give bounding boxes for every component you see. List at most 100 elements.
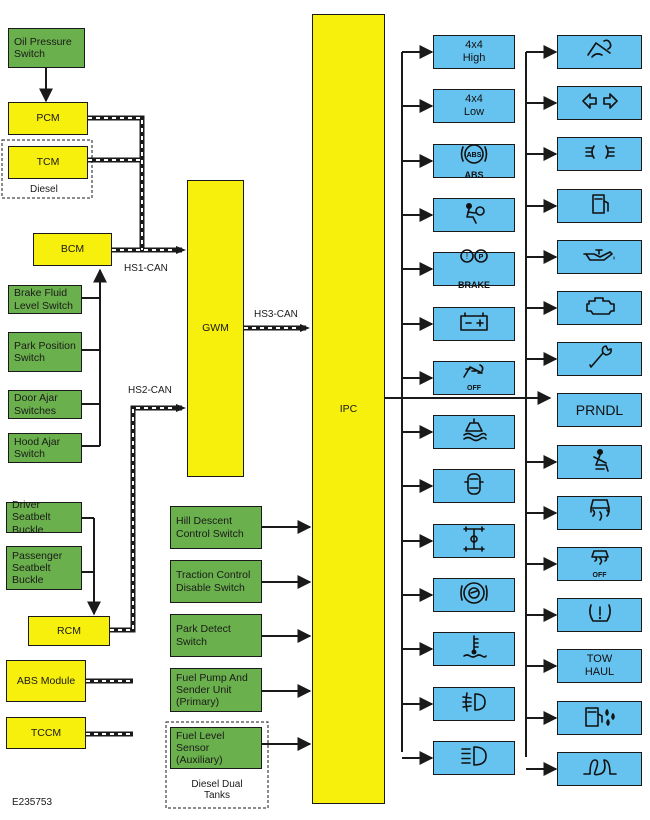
hs1-can-bus: [88, 115, 186, 254]
check-engine-icon: [583, 293, 617, 323]
figure-id: E235753: [12, 797, 53, 808]
indicator-high-beam: [433, 741, 515, 775]
indicator-differential-lock: [433, 524, 515, 558]
park-position-switch-box: Park Position Switch: [8, 332, 82, 372]
tire-pressure-icon: [585, 599, 615, 631]
park-detect-switch-box: Park Detect Switch: [170, 614, 262, 657]
indicator-4x4-low: 4x4 Low: [433, 89, 515, 123]
indicator-battery: [433, 307, 515, 341]
high-beam-icon: [458, 744, 490, 772]
low-fuel-icon: [587, 191, 613, 221]
door-ajar-switches-label: Door Ajar Switches: [14, 392, 58, 417]
abs-module-box: ABS Module: [6, 660, 86, 702]
tcm-box: TCM: [8, 146, 88, 179]
rcm-box: RCM: [28, 616, 110, 646]
indicator-hill-descent-off-text: OFF: [467, 384, 481, 392]
left-indicator-branches: [402, 45, 434, 765]
indicator-oil-pressure: [557, 240, 642, 274]
battery-icon: [458, 311, 490, 337]
passenger-seatbelt-buckle-label: Passenger Seatbelt Buckle: [12, 549, 63, 587]
pcm-label: PCM: [36, 112, 60, 125]
oil-pressure-switch-box: Oil Pressure Switch: [8, 28, 85, 68]
oil-pressure-switch-label: Oil Pressure Switch: [14, 35, 72, 60]
hs3-can-label: HS3-CAN: [254, 309, 298, 320]
fuel-pump-sender-unit-box: Fuel Pump And Sender Unit (Primary): [170, 668, 262, 712]
indicator-traction-control: [557, 496, 642, 530]
fuel-level-sensor-box: Fuel Level Sensor (Auxiliary): [170, 727, 262, 769]
service-wrench-icon: [585, 343, 615, 375]
differential-lock-icon: [460, 525, 488, 557]
brake-warning-icon: !P: [454, 248, 494, 280]
indicator-4x4-low-text: 4x4 Low: [463, 93, 485, 118]
indicator-glow-plug: [557, 752, 642, 786]
indicator-brake-warning-text: BRAKE: [457, 279, 490, 290]
bcm-label: BCM: [60, 243, 85, 256]
indicator-service-wrench: [557, 342, 642, 376]
svg-text:ABS: ABS: [467, 152, 482, 159]
indicator-4x4-high: 4x4 High: [433, 35, 515, 69]
switches-to-ipc-lines: [262, 520, 312, 751]
indicator-traction-control-off-text: OFF: [592, 571, 607, 579]
oil-pressure-icon: [580, 244, 620, 270]
vehicle-top-view-icon: [461, 471, 487, 501]
driver-seatbelt-buckle-box: Driver Seatbelt Buckle: [6, 499, 82, 536]
diesel-dual-tanks-outline: [165, 721, 269, 809]
bcm-box: BCM: [33, 233, 112, 266]
hill-descent-off-icon: [460, 363, 488, 385]
indicator-steering-wheel: [433, 578, 515, 612]
hood-ajar-switch-label: Hood Ajar Switch: [14, 435, 61, 460]
indicator-4x4-high-text: 4x4 High: [462, 39, 486, 64]
hs2-can-label: HS2-CAN: [128, 385, 172, 396]
gwm-label: GWM: [202, 322, 229, 335]
turn-signals-icon: [579, 91, 621, 115]
hill-descent-icon: [584, 37, 616, 67]
indicator-traction-control-off: OFF: [557, 547, 642, 581]
indicator-low-fuel: [557, 189, 642, 223]
pcm-box: PCM: [8, 102, 88, 135]
ipc-label: IPC: [339, 402, 358, 415]
indicator-side-lamps: [557, 137, 642, 171]
indicator-abs: ABS ABS: [433, 142, 515, 180]
indicator-turn-signals: [557, 86, 642, 120]
park-position-switch-label: Park Position Switch: [14, 339, 76, 364]
abs-module-label: ABS Module: [16, 674, 76, 687]
indicator-tire-pressure: [557, 598, 642, 632]
front-fog-lamp-icon: [459, 690, 489, 718]
ipc-output-lines: [385, 52, 552, 757]
svg-text:!: !: [466, 252, 468, 261]
indicator-prndl-text: PRNDL: [575, 401, 624, 418]
seatbelts-to-rcm-lines: [82, 517, 101, 616]
traction-control-disable-switch-box: Traction Control Disable Switch: [170, 560, 262, 603]
tccm-label: TCCM: [30, 726, 62, 739]
park-detect-switch-label: Park Detect Switch: [176, 623, 231, 648]
indicator-abs-text: ABS: [464, 169, 484, 180]
coolant-temperature-icon: [460, 633, 488, 665]
switches-to-bcm-lines: [82, 268, 107, 447]
ipc-box: IPC: [312, 14, 385, 804]
indicator-airbag: [433, 198, 515, 232]
right-indicator-branches: [526, 45, 558, 776]
traction-control-disable-switch-label: Traction Control Disable Switch: [176, 569, 251, 594]
indicator-prndl: PRNDL: [557, 393, 642, 427]
hs2-can-bus: [86, 404, 186, 737]
driver-seatbelt-buckle-label: Driver Seatbelt Buckle: [12, 499, 51, 536]
indicator-vehicle-top-view: [433, 469, 515, 503]
tcm-label: TCM: [36, 156, 60, 169]
airbag-icon: [461, 201, 487, 229]
passenger-seatbelt-buckle-box: Passenger Seatbelt Buckle: [6, 546, 82, 590]
abs-icon: ABS: [459, 142, 489, 170]
indicator-front-fog-lamp: [433, 687, 515, 721]
indicator-tow-haul: TOW HAUL: [557, 649, 642, 683]
indicator-coolant-temperature: [433, 632, 515, 666]
steering-wheel-icon: [459, 579, 489, 611]
hill-descent-control-switch-box: Hill Descent Control Switch: [170, 506, 262, 549]
diesel-group-outline: [1, 139, 93, 199]
indicator-hill-descent: [557, 35, 642, 69]
tccm-box: TCCM: [6, 717, 86, 749]
hill-descent-control-switch-label: Hill Descent Control Switch: [176, 515, 244, 540]
fuel-level-sensor-label: Fuel Level Sensor (Auxiliary): [176, 729, 225, 767]
indicator-hill-descent-off: OFF: [433, 361, 515, 395]
seatbelt-icon: [586, 447, 614, 477]
